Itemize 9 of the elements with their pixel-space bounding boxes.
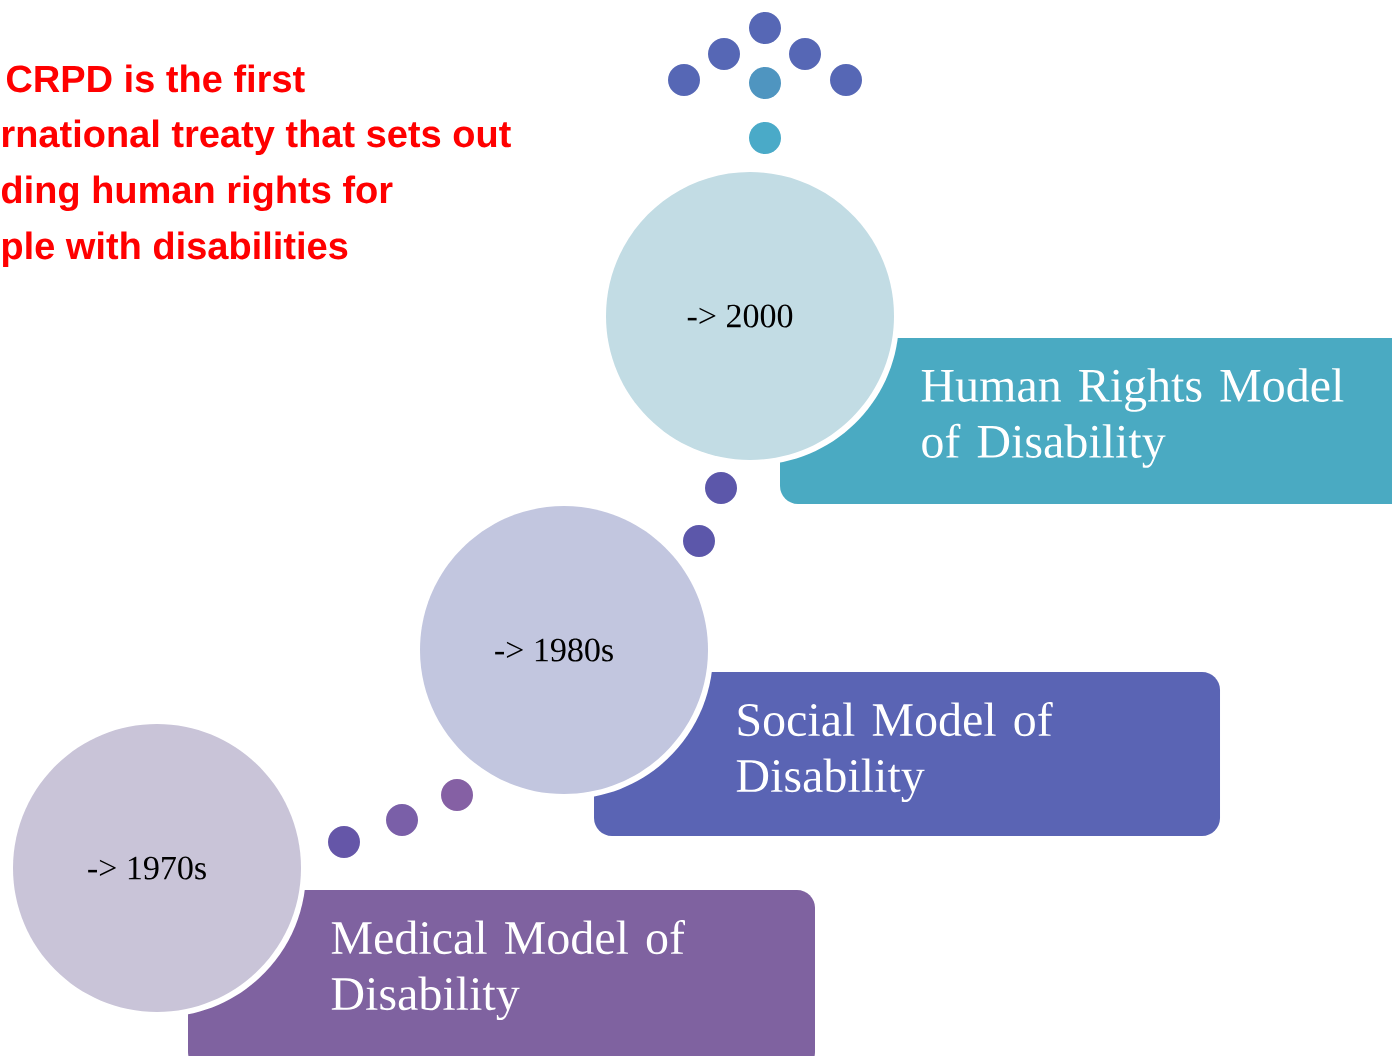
note-text: rnational treaty that sets out: [2, 119, 511, 155]
note-text: CRPD is the first: [6, 64, 305, 93]
note-text: ple with disabilities: [2, 231, 348, 267]
node-label: -> 2000: [687, 304, 793, 328]
note-text: ding human rights for: [1, 175, 393, 212]
model-box: Social Model of Disability: [594, 672, 1220, 836]
model-box: Medical Model of Disability: [188, 890, 815, 1056]
node-label: -> 1980s: [495, 638, 613, 662]
node-label: -> 1970s: [88, 856, 206, 880]
